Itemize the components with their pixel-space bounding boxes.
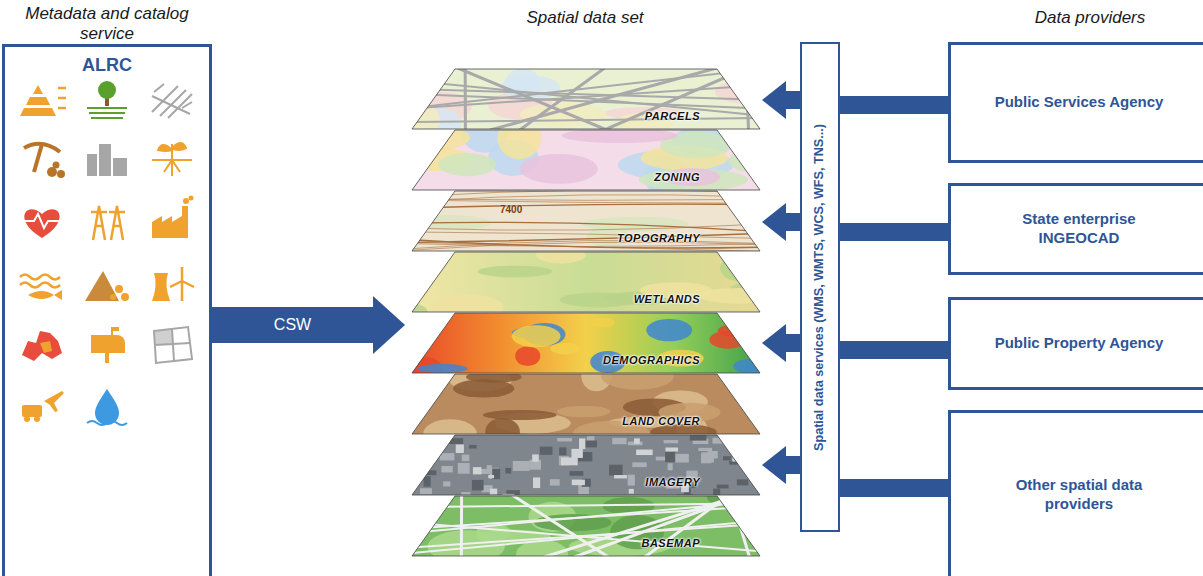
service-text: Spatial data services (WMS, WMTS, WCS, W… [812, 44, 827, 530]
address-icon [91, 327, 125, 363]
data-layer: LAND COVER [410, 373, 762, 435]
catalog-panel: Metadata and catalog serviceALRC [2, 44, 212, 576]
arrow-head [762, 324, 786, 362]
layer-name: ZONING [654, 171, 700, 183]
arrow-head [762, 446, 786, 484]
layer-outline [412, 191, 760, 251]
data-layer: DEMOGRAPHICS [410, 312, 762, 374]
layer-name: LAND COVER [622, 415, 700, 427]
plant-icon [152, 143, 192, 176]
utility-icon [91, 206, 125, 240]
flow-arrow [840, 488, 948, 489]
arrow-shaft [840, 341, 948, 359]
layer-name: WETLANDS [634, 293, 700, 305]
data-layer: PARCELS [410, 68, 762, 130]
arrow-shaft [840, 479, 948, 497]
catalog-title: ALRC [5, 55, 209, 77]
elevation-value: 7400 [500, 204, 540, 215]
provider-box: Public Property Agency [948, 297, 1203, 390]
arrow-head [373, 296, 405, 354]
layer-fill [410, 68, 762, 130]
layer-outline [412, 313, 760, 373]
transport-icon [22, 391, 64, 422]
provider-name: Public Services Agency [995, 93, 1164, 112]
panel-heading: Metadata and catalog service [5, 4, 209, 45]
layer-stack: Spatial data setPARCELS ZONING TOPOGRAPHY W… [405, 0, 765, 576]
layer-picture [410, 434, 762, 496]
tree-icon [87, 81, 127, 118]
layer-fill [410, 373, 762, 435]
data-layer: WETLANDS [410, 251, 762, 313]
region-icon [22, 331, 62, 361]
provider-box: Other spatial data providers [948, 410, 1203, 576]
layer-outline [412, 496, 760, 556]
layer-outline [412, 130, 760, 190]
data-layer: ZONING [410, 129, 762, 191]
layer-fill [410, 495, 762, 557]
layer-fill [410, 434, 762, 496]
cadastral-icon [154, 327, 192, 363]
layer-name: TOPOGRAPHY [617, 232, 700, 244]
flow-arrow [840, 350, 948, 351]
layer-outline [412, 69, 760, 129]
data-layer: BASEMAP [410, 495, 762, 557]
buildings-icon [87, 144, 127, 176]
arrow-shaft [786, 91, 800, 109]
energy-icon [152, 267, 194, 301]
provider-name: State enterprise INGEOCAD [984, 210, 1174, 248]
factory-icon [152, 196, 194, 239]
provider-name: Other spatial data providers [984, 476, 1174, 514]
layer-picture [410, 68, 762, 130]
flow-arrow [762, 446, 800, 484]
flow-arrow [762, 324, 800, 362]
group-label: Data providers [1000, 8, 1180, 28]
arrow-shaft [786, 213, 800, 231]
flow-arrow [212, 296, 405, 354]
layer-fill [410, 190, 762, 252]
arrow-shaft [786, 334, 800, 352]
flow-arrow [762, 81, 800, 119]
network-icon [152, 84, 192, 118]
layer-name: BASEMAP [641, 537, 700, 549]
data-layer: TOPOGRAPHY [410, 190, 762, 252]
provider-name: Public Property Agency [995, 334, 1164, 353]
mining-icon [24, 144, 65, 178]
provider-box: Public Services Agency [948, 42, 1203, 163]
layer-picture [410, 129, 762, 191]
layer-outline [412, 374, 760, 434]
layer-picture [410, 495, 762, 557]
layer-picture [410, 373, 762, 435]
water-icon [87, 389, 127, 425]
flow-arrow [840, 105, 948, 106]
layer-fill [410, 129, 762, 191]
service-bar: Spatial data services (WMS, WMTS, WCS, W… [800, 42, 840, 532]
layer-name: DEMOGRAPHICS [603, 354, 700, 366]
arrow-shaft [212, 307, 373, 343]
arrow-head [762, 203, 786, 241]
layer-picture [410, 251, 762, 313]
flow-arrow [762, 203, 800, 241]
health-icon [22, 209, 62, 238]
arrow-shaft [840, 223, 948, 241]
arrow-shaft [840, 96, 948, 114]
hazard-icon [85, 271, 129, 301]
stack-heading: Spatial data set [405, 8, 765, 28]
arrow-shaft [786, 456, 800, 474]
layer-picture [410, 312, 762, 374]
layer-outline [412, 435, 760, 495]
arrow-head [762, 81, 786, 119]
layer-fill [410, 251, 762, 313]
flow-arrow [840, 232, 948, 233]
data-layer: IMAGERY [410, 434, 762, 496]
elevation-icon [20, 85, 66, 116]
edge-label: CSW [253, 315, 333, 335]
provider-box: State enterprise INGEOCAD [948, 183, 1203, 275]
layer-picture [410, 190, 762, 252]
layer-outline [412, 252, 760, 312]
fishery-icon [20, 275, 62, 301]
layer-fill [410, 312, 762, 374]
layer-name: PARCELS [645, 110, 700, 122]
layer-name: IMAGERY [645, 476, 700, 488]
